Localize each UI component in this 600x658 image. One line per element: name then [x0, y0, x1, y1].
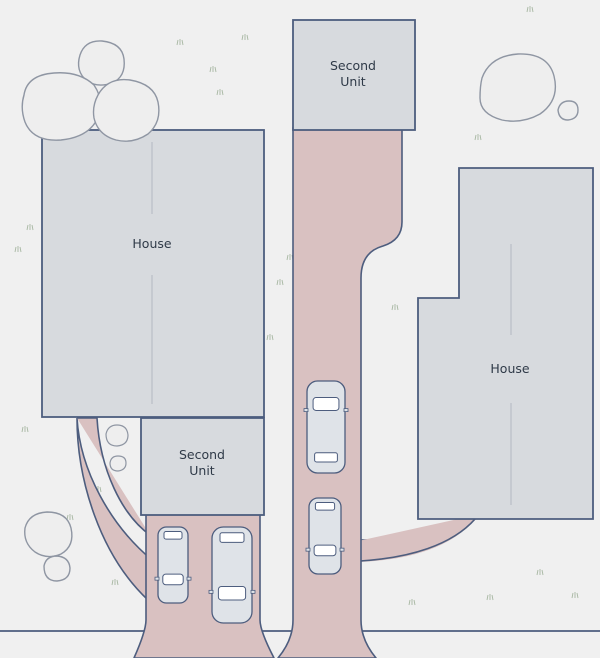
grass-tuft-icon: [391, 304, 399, 311]
grass-tuft-icon: [266, 334, 274, 341]
grass-tuft-icon: [209, 66, 217, 73]
second-unit-left-label-line1: Second: [179, 447, 225, 462]
tree-cluster-middle: [105, 424, 129, 472]
grass-tuft-icon: [276, 279, 284, 286]
grass-tufts: [14, 6, 579, 606]
grass-tuft-icon: [26, 224, 34, 231]
cars: [154, 380, 349, 624]
grass-tuft-icon: [111, 579, 119, 586]
second-unit-top-label-line1: Second: [330, 58, 376, 73]
tree-icon: [479, 53, 557, 122]
second-unit-top-label-line2: Unit: [340, 74, 366, 89]
second-unit-top: [292, 19, 416, 131]
grass-tuft-icon: [486, 594, 494, 601]
tree-icon: [21, 72, 102, 141]
tree-cluster-top-right: [479, 53, 579, 122]
tree-icon: [105, 424, 129, 447]
second-unit-left-label-line2: Unit: [189, 463, 215, 478]
grass-tuft-icon: [216, 89, 224, 96]
house-right-label: House: [490, 361, 529, 376]
grass-tuft-icon: [176, 39, 184, 46]
house-left: [41, 129, 265, 418]
grass-tuft-icon: [408, 599, 416, 606]
tree-icon: [43, 555, 71, 582]
tree-cluster-bottom-left: [24, 511, 73, 582]
grass-tuft-icon: [526, 6, 534, 13]
tree-icon: [557, 100, 579, 121]
grass-tuft-icon: [241, 34, 249, 41]
grass-tuft-icon: [21, 426, 29, 433]
house-right: [417, 167, 594, 520]
tree-icon: [109, 455, 127, 472]
left-driveway: [133, 513, 275, 658]
grass-tuft-icon: [14, 246, 22, 253]
left-curved-path-inner: [77, 417, 151, 536]
car-icon: [154, 526, 192, 604]
house-left-label: House: [132, 236, 171, 251]
car-icon: [303, 380, 349, 474]
second-unit-left: [140, 417, 265, 516]
tree-icon: [92, 78, 160, 142]
tree-cluster-top-left: [21, 40, 160, 142]
grass-tuft-icon: [536, 569, 544, 576]
grass-tuft-icon: [571, 592, 579, 599]
tree-icon: [24, 511, 73, 558]
car-icon: [305, 497, 345, 575]
car-icon: [208, 526, 256, 624]
grass-tuft-icon: [474, 134, 482, 141]
right-curved-path-fill: [358, 519, 476, 562]
